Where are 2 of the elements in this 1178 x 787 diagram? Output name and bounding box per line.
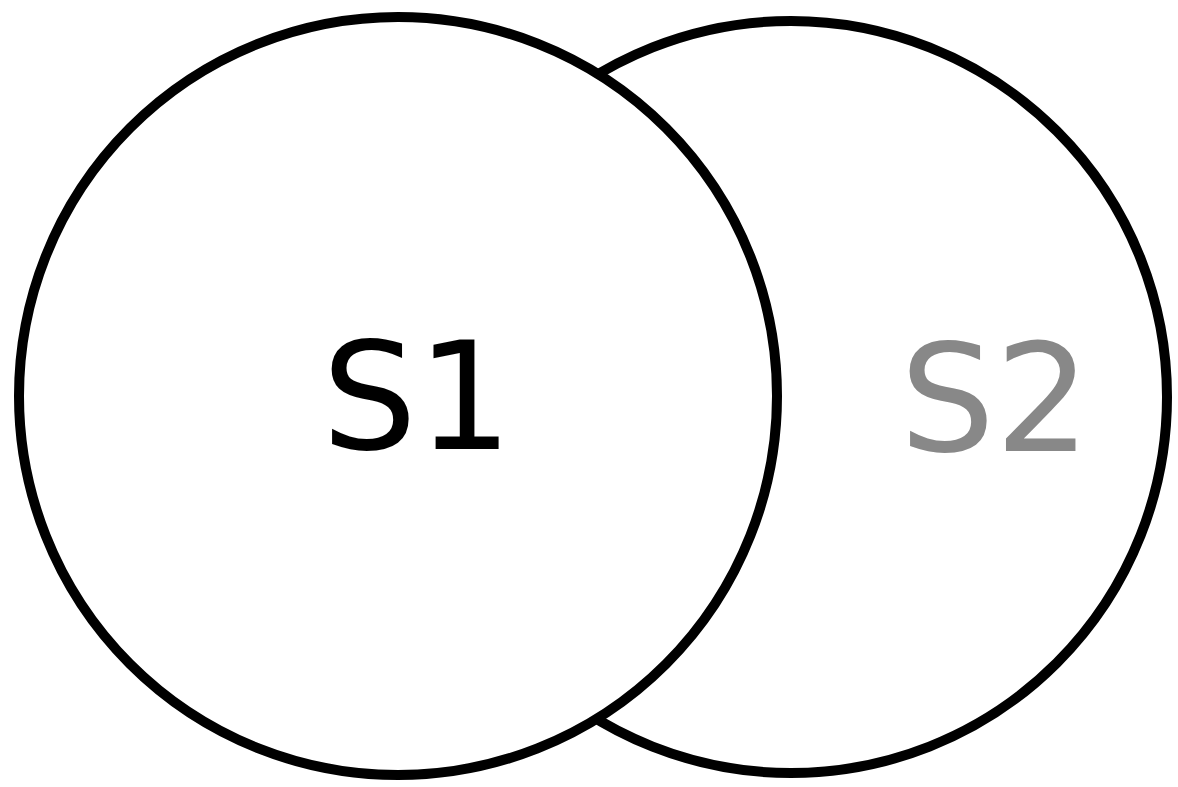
set-label: S2	[899, 324, 1091, 474]
set-label: S1	[321, 322, 513, 472]
